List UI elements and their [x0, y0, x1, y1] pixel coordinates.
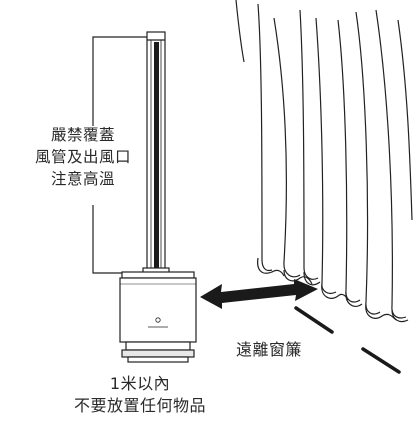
- curtain: [235, 0, 413, 323]
- heater-tower: [119, 31, 197, 363]
- brand-logo-icon: [155, 317, 161, 323]
- warning-text: 嚴禁覆蓋 風管及出風口 注意高溫: [6, 126, 160, 192]
- warning-line-3: 注意高溫: [50, 170, 115, 188]
- warning-line-2: 風管及出風口: [34, 148, 131, 166]
- warning-line-1: 嚴禁覆蓋: [50, 126, 115, 144]
- curtain-label: 遠離窗簾: [236, 340, 303, 359]
- warning-bracket: [92, 36, 147, 274]
- vent-grille: [154, 42, 159, 268]
- distance-note-line-2: 不要放置任何物品: [73, 396, 206, 415]
- distance-note-line-1: 1米以內: [109, 374, 171, 393]
- distance-arrow: [200, 279, 318, 309]
- motion-strokes: [294, 306, 401, 374]
- distance-note: 1米以內 不要放置任何物品: [40, 374, 240, 418]
